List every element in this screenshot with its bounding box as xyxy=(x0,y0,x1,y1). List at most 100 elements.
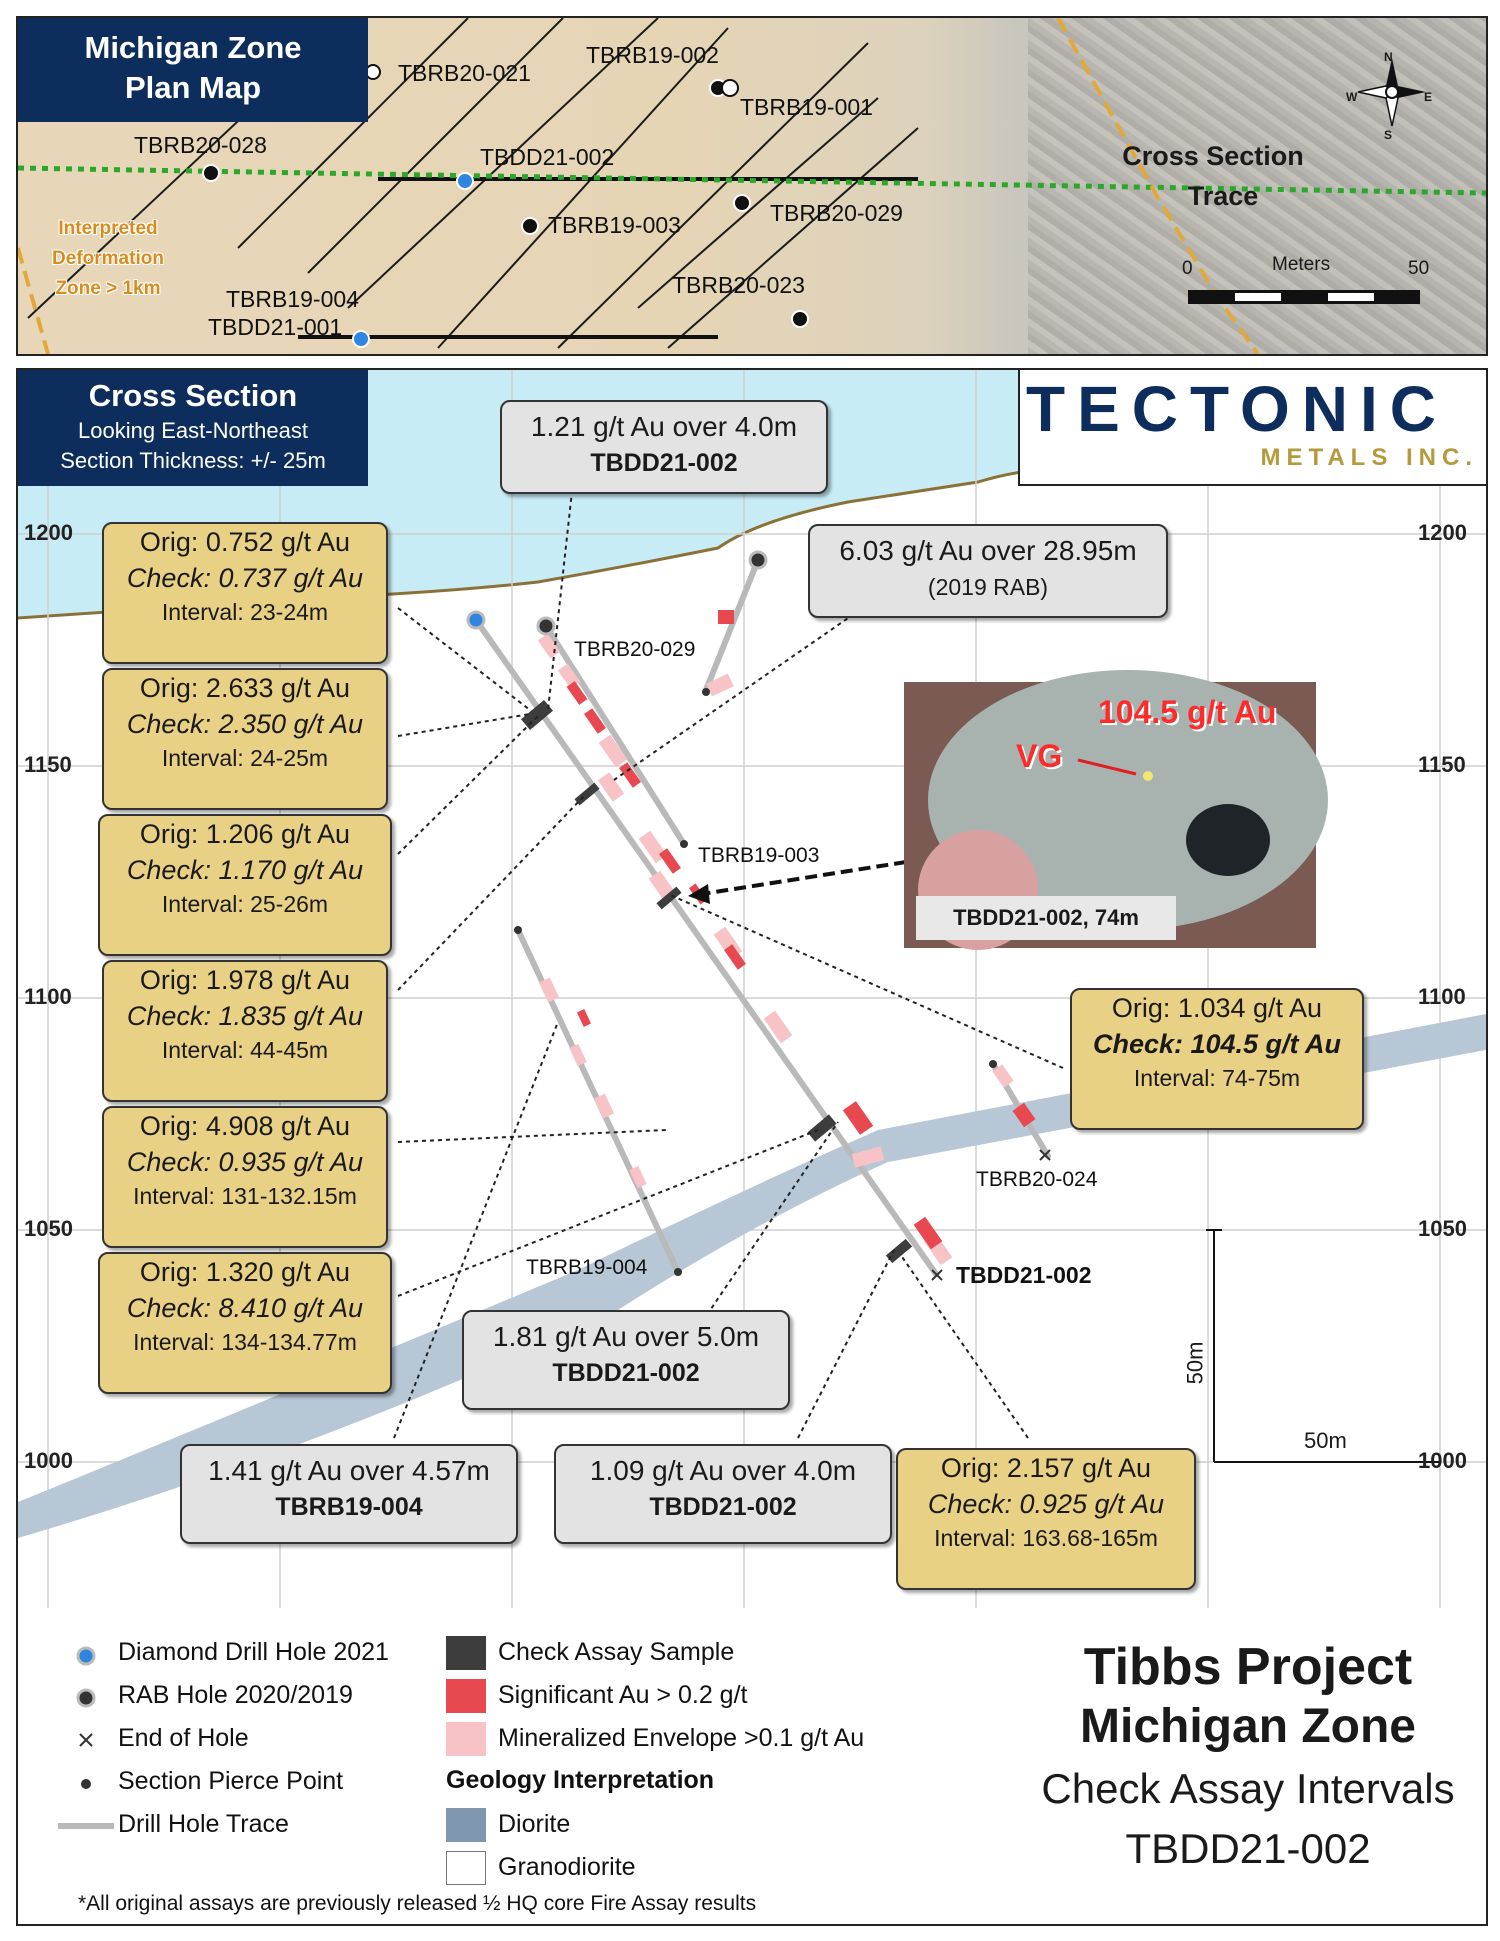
check-value: Check: 0.935 g/t Au xyxy=(126,1147,364,1177)
plan-scale-unit: Meters xyxy=(1272,254,1331,275)
elevation-label: 1150 xyxy=(1418,752,1466,777)
elevation-label: 1000 xyxy=(1418,1448,1467,1473)
check-assay-box: Orig: 1.978 g/t Au Check: 1.835 g/t Au I… xyxy=(102,960,388,1102)
orig-value: Orig: 1.206 g/t Au xyxy=(139,819,351,849)
plan-hole-label: TBDD21-002 xyxy=(480,144,615,170)
interval: Interval: 131-132.15m xyxy=(133,1183,357,1209)
legend-item: RAB Hole 2020/2019 xyxy=(118,1681,353,1709)
plan-hole-label: TBRB20-023 xyxy=(672,272,805,298)
geology-heading: Geology Interpretation xyxy=(446,1766,715,1794)
deformation-label-line: Zone > 1km xyxy=(55,278,161,299)
result-grade: 1.41 g/t Au over 4.57m xyxy=(208,1455,490,1486)
trace-label-line: Trace xyxy=(1187,181,1259,211)
orig-value: Orig: 1.978 g/t Au xyxy=(139,965,351,995)
check-value: Check: 104.5 g/t Au xyxy=(1092,1029,1342,1059)
photo-caption: TBDD21-002, 74m xyxy=(916,896,1176,940)
scale-horizontal-label: 50m xyxy=(1304,1428,1347,1453)
plan-scale-end: 50 xyxy=(1408,258,1430,279)
result-grade: 6.03 g/t Au over 28.95m xyxy=(839,535,1137,566)
interval: Interval: 134-134.77m xyxy=(133,1329,357,1355)
elevation-label: 1050 xyxy=(1418,1216,1467,1241)
legend-item: Diamond Drill Hole 2021 xyxy=(118,1638,389,1666)
scale-vertical-label: 50m xyxy=(1182,1341,1208,1385)
leader-lines xyxy=(393,481,1064,1439)
cross-section-subtitle: Looking East-Northeast xyxy=(78,418,308,443)
result-box: 1.09 g/t Au over 4.0m TBDD21-002 xyxy=(554,1444,892,1544)
deformation-boundary xyxy=(1056,18,1260,354)
trace-label-line: Cross Section xyxy=(1122,141,1304,171)
result-box: 1.41 g/t Au over 4.57m TBRB19-004 xyxy=(180,1444,518,1544)
compass-s: S xyxy=(1384,128,1393,142)
end-of-hole-icon xyxy=(79,1733,93,1747)
plan-collars xyxy=(202,64,809,348)
elevation-label: 1200 xyxy=(24,520,73,545)
check-assay-samples xyxy=(521,699,913,1264)
project-title-block: Tibbs Project Michigan Zone Check Assay … xyxy=(1018,1636,1478,1876)
elevation-label: 1100 xyxy=(24,984,72,1009)
plan-map-title-box: Michigan Zone Plan Map xyxy=(18,18,368,122)
xs-hole-label: TBRB19-003 xyxy=(698,844,820,867)
result-grade: 1.09 g/t Au over 4.0m xyxy=(589,1455,857,1486)
logo-name: TECTONIC xyxy=(1026,373,1448,445)
footnote: *All original assays are previously rele… xyxy=(78,1892,757,1915)
result-grade: 1.81 g/t Au over 5.0m xyxy=(492,1321,760,1352)
plan-map-subtitle: Plan Map xyxy=(124,70,262,105)
diorite-swatch xyxy=(446,1808,486,1842)
plan-scale-bar xyxy=(1188,290,1420,304)
legend-panel: Diamond Drill Hole 2021 RAB Hole 2020/20… xyxy=(16,1608,1488,1926)
compass-w: W xyxy=(1346,90,1358,104)
significant-swatch xyxy=(446,1679,486,1713)
plan-hole-label: TBRB19-001 xyxy=(740,94,873,120)
interval: Interval: 44-45m xyxy=(161,1037,329,1063)
plan-hole-label: TBRB19-003 xyxy=(548,212,681,238)
check-value: Check: 0.737 g/t Au xyxy=(126,563,364,593)
result-source: (2019 RAB) xyxy=(927,574,1049,600)
cross-section-title-box: Cross Section Looking East-Northeast Sec… xyxy=(18,370,368,486)
deformation-label-line: Deformation xyxy=(52,248,164,269)
cross-section-thickness: Section Thickness: +/- 25m xyxy=(60,448,326,473)
plan-hole-label: TBRB19-002 xyxy=(586,42,719,68)
check-assay-box: Orig: 0.752 g/t Au Check: 0.737 g/t Au I… xyxy=(102,522,388,664)
legend-item: Significant Au > 0.2 g/t xyxy=(498,1681,748,1709)
result-hole: TBDD21-002 xyxy=(552,1359,700,1387)
result-hole: TBDD21-002 xyxy=(649,1493,797,1521)
elevation-label: 1200 xyxy=(1418,520,1467,545)
result-box: 1.81 g/t Au over 5.0m TBDD21-002 xyxy=(462,1310,790,1410)
result-hole: TBRB19-004 xyxy=(275,1493,423,1521)
end-of-hole-marks xyxy=(931,1149,1051,1281)
diamond-drill-icon xyxy=(76,1646,96,1666)
legend-item: Granodiorite xyxy=(498,1853,636,1881)
result-grade: 1.21 g/t Au over 4.0m xyxy=(530,411,798,442)
plan-hole-label: TBDD21-001 xyxy=(208,314,343,340)
interval: Interval: 163.68-165m xyxy=(934,1525,1158,1551)
project-name: Tibbs Project xyxy=(1083,1638,1413,1696)
orig-value: Orig: 1.320 g/t Au xyxy=(139,1257,351,1287)
check-assay-box: Orig: 2.157 g/t Au Check: 0.925 g/t Au I… xyxy=(896,1448,1196,1590)
cross-section-panel: Cross Section Looking East-Northeast Sec… xyxy=(16,368,1488,1612)
plan-map-graphics xyxy=(18,18,1486,354)
legend-item: Section Pierce Point xyxy=(118,1767,344,1795)
company-logo: TECTONIC METALS INC. xyxy=(1018,370,1486,486)
elevation-label: 1050 xyxy=(24,1216,73,1241)
plan-map-title: Michigan Zone xyxy=(84,30,302,65)
section-scale xyxy=(1206,1229,1440,1463)
check-assay-box: Orig: 2.633 g/t Au Check: 2.350 g/t Au I… xyxy=(102,668,388,810)
deformation-zone-label: Interpreted Deformation Zone > 1km xyxy=(38,214,178,304)
plan-hole-label: TBRB19-004 xyxy=(226,286,359,312)
photo-arrow xyxy=(701,860,907,896)
interval: Interval: 24-25m xyxy=(161,745,329,771)
xs-hole-label: TBRB20-029 xyxy=(574,638,696,661)
legend-item: Check Assay Sample xyxy=(498,1638,735,1666)
legend-symbols xyxy=(58,1646,114,1829)
xs-hole-label-bold: TBDD21-002 xyxy=(956,1262,1092,1288)
envelope-swatch xyxy=(446,1722,486,1756)
check-assay-box: Orig: 1.206 g/t Au Check: 1.170 g/t Au I… xyxy=(98,814,392,956)
plan-map: N E S W Michigan Zone Plan Map TBRB20-02… xyxy=(16,16,1488,356)
orig-value: Orig: 1.034 g/t Au xyxy=(1111,993,1323,1023)
legend-item: Drill Hole Trace xyxy=(118,1810,289,1838)
granodiorite-swatch xyxy=(446,1851,486,1885)
cross-section-title: Cross Section xyxy=(88,378,298,413)
project-zone: Michigan Zone xyxy=(1080,1700,1416,1753)
diorite-band xyxy=(18,1014,1486,1538)
rab-hole-icon xyxy=(76,1688,96,1708)
